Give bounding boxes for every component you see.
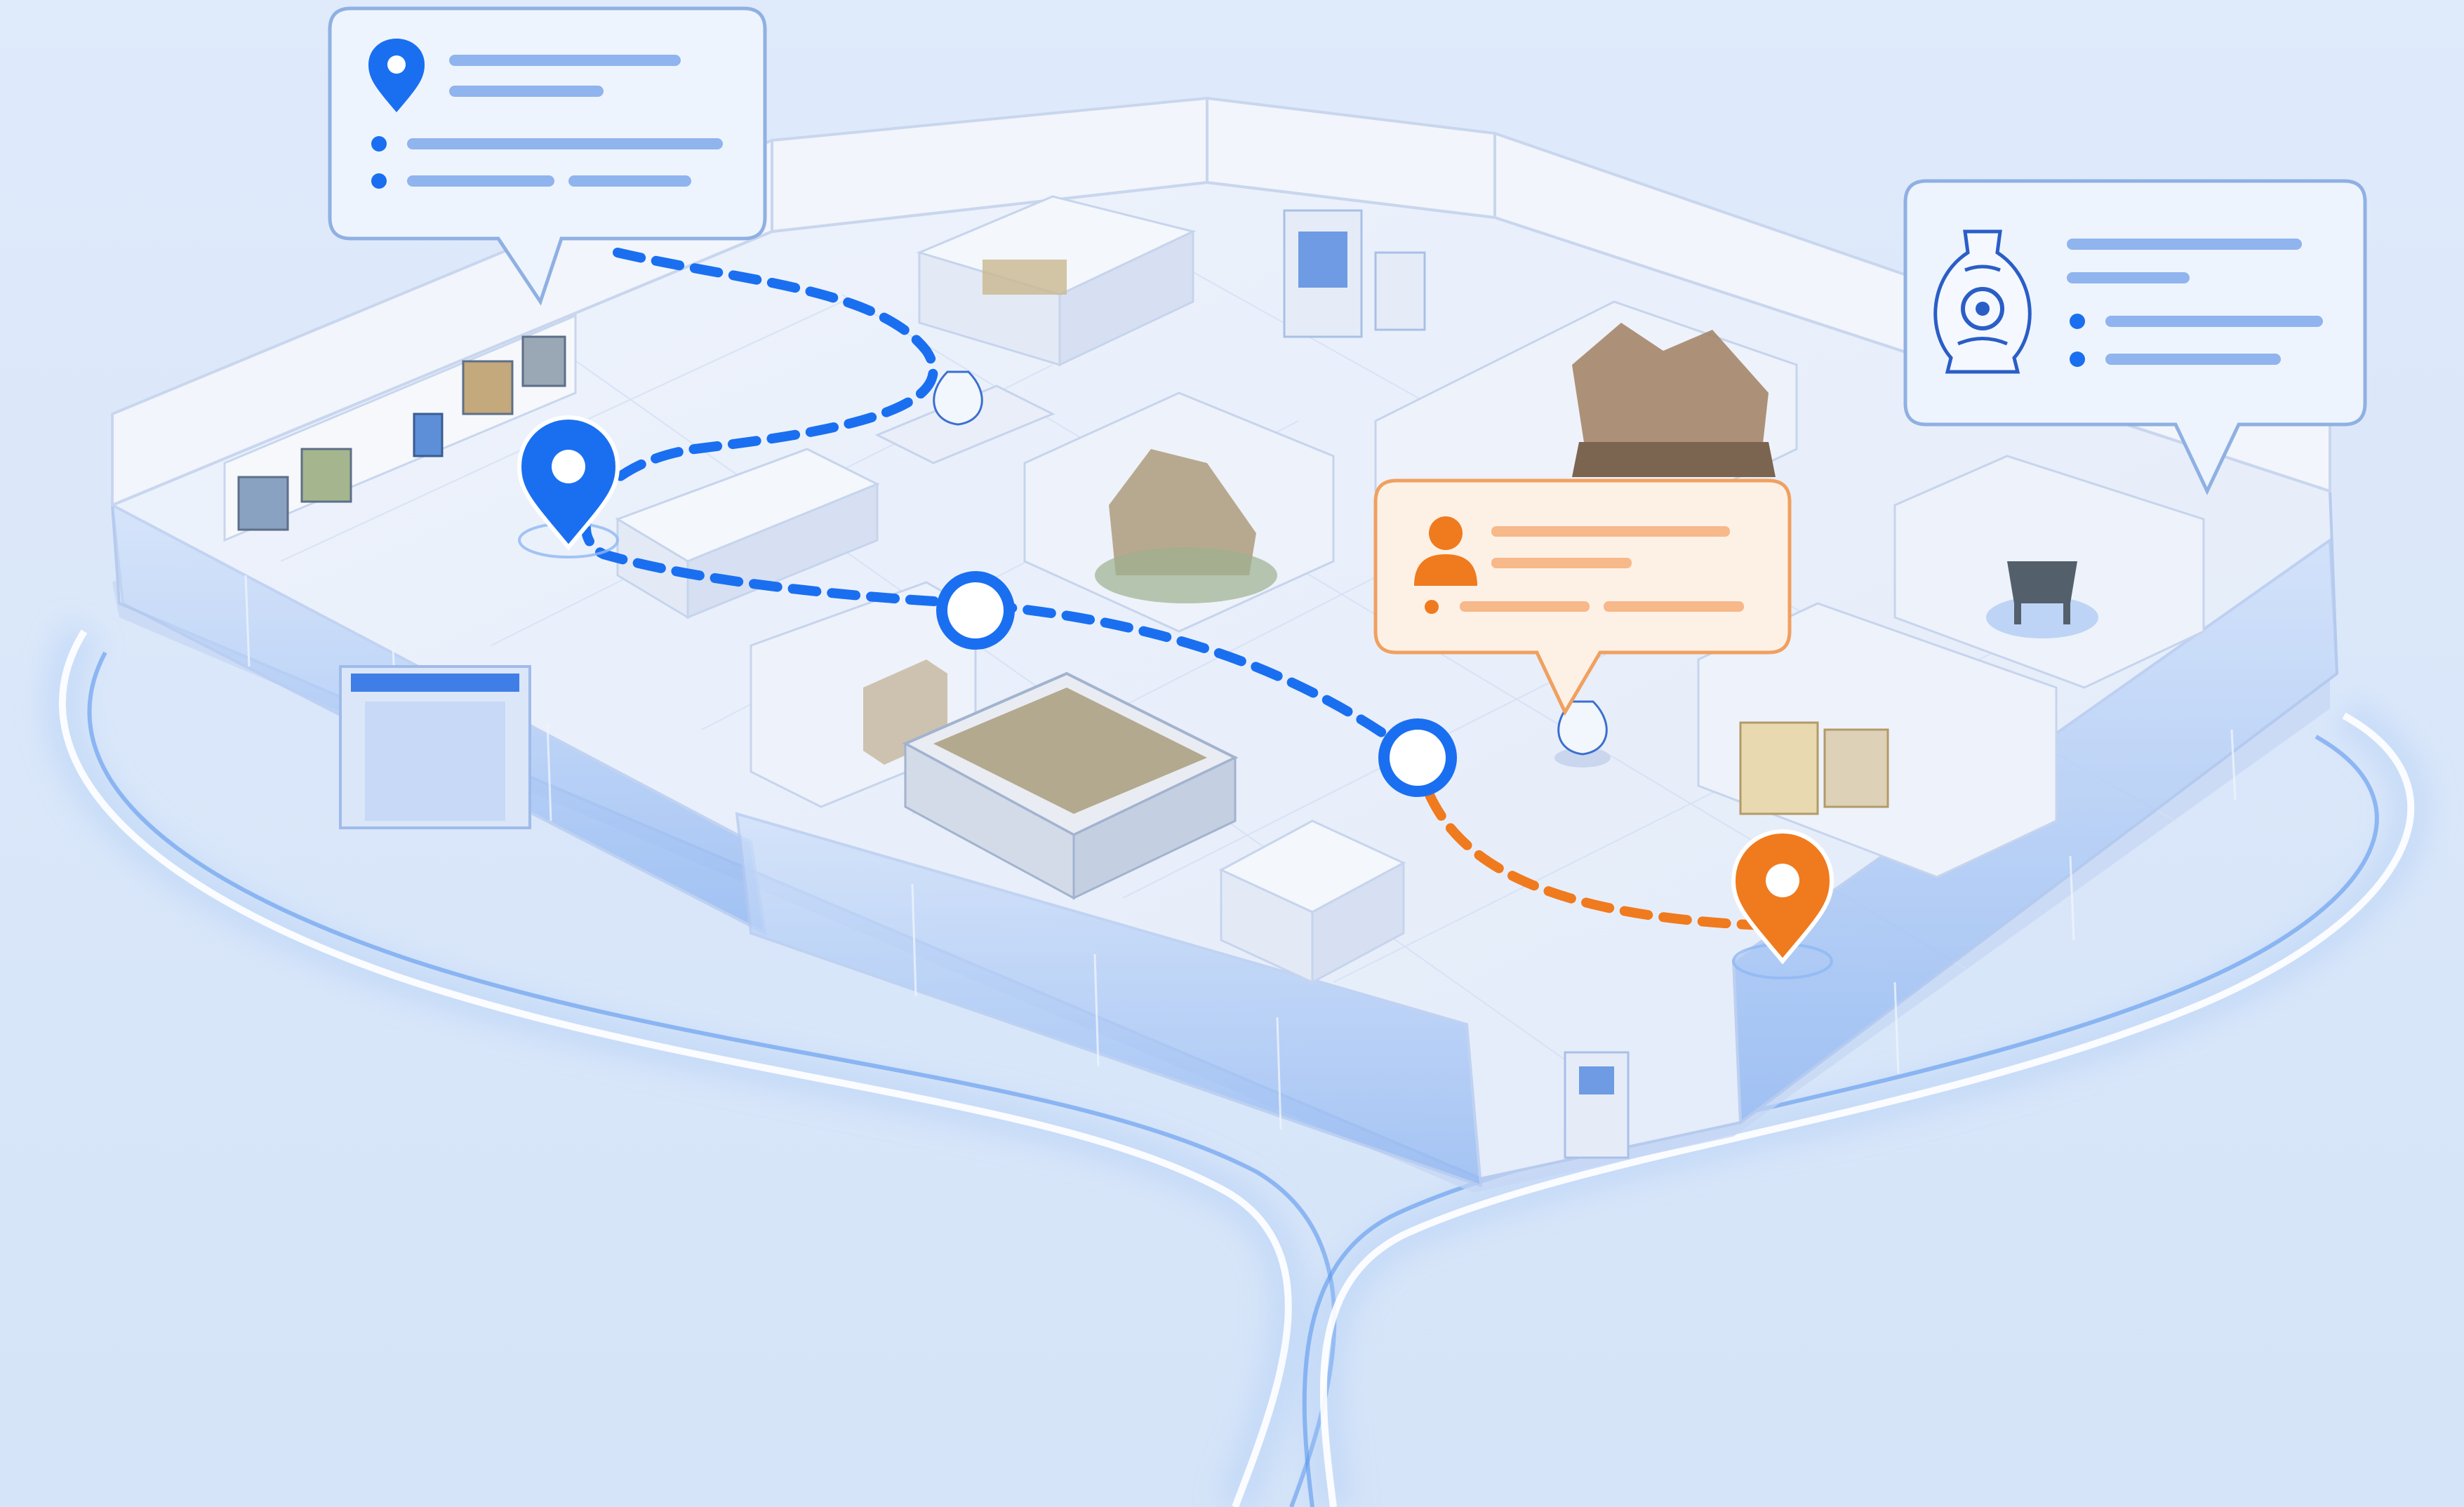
bullet-dot [371, 136, 387, 152]
route-segment-orange [1413, 753, 1787, 931]
left-vase-display [874, 370, 1055, 464]
base-rings [41, 620, 2432, 1507]
text-placeholder-line [1604, 601, 1744, 612]
callout-center[interactable] [1373, 478, 1792, 716]
text-placeholder-line [1491, 526, 1730, 537]
vase-icon [1933, 229, 2032, 374]
person-icon [1414, 516, 1477, 586]
bullet-dot [2070, 351, 2085, 367]
text-placeholder-line [2067, 272, 2190, 283]
text-placeholder-line [568, 175, 691, 187]
room-top-center [916, 195, 1197, 367]
text-placeholder-line [1460, 601, 1590, 612]
room-bronze-ding [1893, 455, 2205, 689]
room-tower-model [1023, 391, 1335, 633]
room-kiosk-back [1283, 209, 1426, 338]
text-placeholder-line [1491, 558, 1632, 568]
floor-vase-exhibit [1554, 700, 1611, 768]
left-gallery-paintings [223, 314, 577, 542]
rooms [615, 195, 2205, 1159]
text-placeholder-line [2067, 239, 2302, 250]
text-placeholder-line [449, 55, 681, 66]
circle-waypoint-icon [1378, 718, 1457, 797]
room-right-lower [1697, 602, 2058, 878]
map-pin-icon [368, 39, 425, 112]
text-placeholder-line [407, 138, 723, 149]
text-placeholder-line [449, 86, 604, 97]
waypoint-2[interactable] [1378, 718, 1457, 797]
room-front-box [1218, 819, 1406, 984]
entrance-gate [339, 665, 531, 829]
bullet-dot [1425, 600, 1439, 614]
front-kiosk [1564, 1051, 1630, 1159]
text-placeholder-line [2105, 316, 2323, 327]
text-placeholder-line [407, 175, 554, 187]
bullet-dot [371, 173, 387, 189]
bullet-dot [2070, 314, 2085, 329]
callout-left[interactable] [328, 6, 767, 306]
room-terrain-model [902, 671, 1239, 900]
start-pin[interactable] [517, 415, 620, 558]
text-placeholder-line [2105, 354, 2281, 365]
callout-right[interactable] [1903, 179, 2367, 495]
waypoint-1[interactable] [936, 571, 1015, 650]
end-pin[interactable] [1731, 829, 1834, 979]
